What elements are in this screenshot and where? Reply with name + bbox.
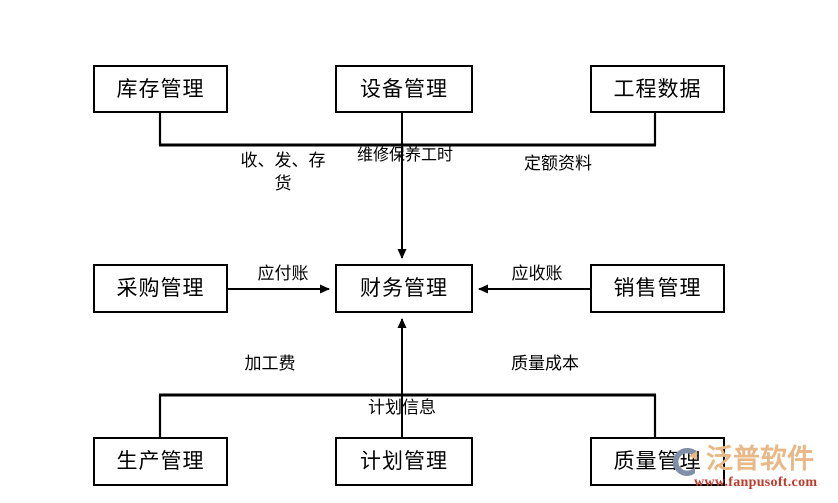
edge-label-sales-flow: 应收账 bbox=[511, 264, 563, 283]
edge-label-engdata-flow: 定额资料 bbox=[524, 154, 592, 173]
edge-label-planning-flow: 计划信息 bbox=[368, 398, 436, 417]
edge-label-equipment-flow: 维修保养工时 bbox=[356, 147, 453, 164]
node-sales[interactable]: 销售管理 bbox=[590, 264, 725, 313]
node-planning[interactable]: 计划管理 bbox=[335, 437, 473, 486]
edge-label-quality-flow: 质量成本 bbox=[511, 354, 579, 373]
node-equipment[interactable]: 设备管理 bbox=[335, 65, 473, 113]
node-inventory[interactable]: 库存管理 bbox=[93, 65, 228, 113]
edge-label-production-flow: 加工费 bbox=[244, 354, 296, 373]
node-production[interactable]: 生产管理 bbox=[93, 437, 228, 486]
node-finance[interactable]: 财务管理 bbox=[335, 264, 473, 313]
edge-label-inventory-flow: 收、发、存 货 bbox=[240, 151, 326, 193]
node-engineering-data[interactable]: 工程数据 bbox=[590, 65, 725, 113]
node-quality[interactable]: 质量管理 bbox=[590, 437, 725, 486]
edge-label-purchase-flow: 应付账 bbox=[257, 264, 309, 283]
node-purchase[interactable]: 采购管理 bbox=[93, 264, 228, 313]
